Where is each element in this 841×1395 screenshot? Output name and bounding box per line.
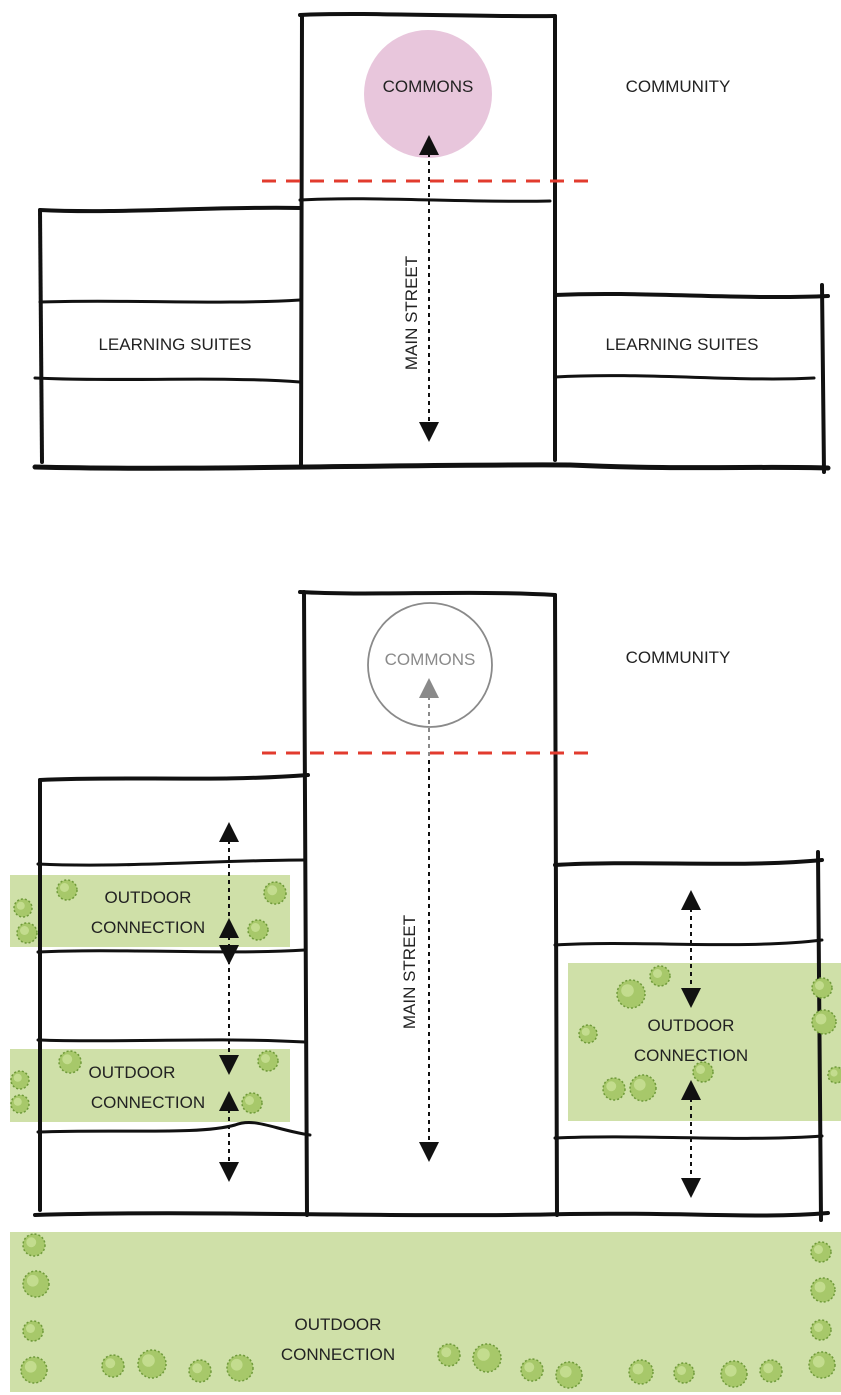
- top-ground-line: [32, 462, 831, 471]
- shrub-icon: [13, 898, 33, 918]
- shrub-icon: [437, 1343, 461, 1367]
- shrub-icon: [241, 1092, 263, 1114]
- shrub-icon: [555, 1361, 583, 1389]
- shrub-icon: [263, 881, 287, 905]
- shrub-icon: [673, 1362, 695, 1384]
- shrub-icon: [810, 1241, 832, 1263]
- shrub-icon: [602, 1077, 626, 1101]
- bottom-main-street-label: MAIN STREET: [400, 915, 419, 1029]
- top-main-street-label: MAIN STREET: [402, 256, 421, 370]
- shrub-icon: [16, 922, 38, 944]
- outdoor-band-left-lower: [10, 1049, 290, 1122]
- bottom-learning-suites-left-block: [36, 773, 312, 1212]
- top-diagram: COMMONS COMMUNITY LEARNING SUITES LEARNI…: [32, 12, 831, 474]
- shrub-icon: [226, 1354, 254, 1382]
- shrub-icon: [616, 979, 646, 1009]
- shrub-icon: [692, 1061, 714, 1083]
- shrub-icon: [472, 1343, 502, 1373]
- shrub-icon: [810, 1319, 832, 1341]
- shrub-icon: [649, 965, 671, 987]
- shrub-icon: [10, 1070, 30, 1090]
- top-main-street-block: [298, 12, 557, 467]
- outdoor-band-left-upper: [10, 875, 290, 947]
- shrub-icon: [811, 977, 833, 999]
- outdoor-left-lower-line1: OUTDOOR: [89, 1063, 176, 1082]
- top-learning-suites-right-label: LEARNING SUITES: [605, 335, 758, 354]
- outdoor-left-upper-line2: CONNECTION: [91, 918, 205, 937]
- top-learning-suites-left-label: LEARNING SUITES: [98, 335, 251, 354]
- shrub-icon: [628, 1359, 654, 1385]
- bottom-diagram: COMMONS COMMUNITY MAIN STREET OUTDOOR CO…: [10, 590, 841, 1392]
- outdoor-bottom-line2: CONNECTION: [281, 1345, 395, 1364]
- top-commons-label: COMMONS: [383, 77, 474, 96]
- bottom-ground-line: [33, 1211, 830, 1218]
- shrub-icon: [811, 1009, 837, 1035]
- top-community-label: COMMUNITY: [626, 77, 731, 96]
- outdoor-band-bottom: [10, 1232, 841, 1392]
- shrub-icon: [759, 1359, 783, 1383]
- shrub-icon: [137, 1349, 167, 1379]
- bottom-main-street-block: [298, 590, 559, 1217]
- bottom-community-label: COMMUNITY: [626, 648, 731, 667]
- shrub-icon: [101, 1354, 125, 1378]
- shrub-icon: [578, 1024, 598, 1044]
- outdoor-right-line2: CONNECTION: [634, 1046, 748, 1065]
- top-commons-circle: [364, 30, 492, 158]
- shrub-icon: [810, 1277, 836, 1303]
- shrub-icon: [22, 1270, 50, 1298]
- outdoor-left-lower-line2: CONNECTION: [91, 1093, 205, 1112]
- shrub-icon: [247, 919, 269, 941]
- outdoor-left-upper-line1: OUTDOOR: [105, 888, 192, 907]
- shrub-icon: [58, 1050, 82, 1074]
- shrub-icon: [188, 1359, 212, 1383]
- shrub-group: [10, 879, 841, 1389]
- top-learning-suites-right-block: [553, 283, 830, 474]
- shrub-icon: [10, 1094, 30, 1114]
- shrub-icon: [257, 1050, 279, 1072]
- outdoor-right-line1: OUTDOOR: [648, 1016, 735, 1035]
- shrub-icon: [56, 879, 78, 901]
- shrub-icon: [808, 1351, 836, 1379]
- shrub-icon: [629, 1074, 657, 1102]
- bottom-commons-circle: [367, 602, 493, 728]
- outdoor-bottom-line1: OUTDOOR: [295, 1315, 382, 1334]
- shrub-icon: [720, 1360, 748, 1388]
- bottom-commons-label: COMMONS: [385, 650, 476, 669]
- top-learning-suites-left-block: [33, 205, 302, 464]
- shrub-icon: [520, 1358, 544, 1382]
- shrub-icon: [20, 1356, 48, 1384]
- shrub-icon: [22, 1233, 46, 1257]
- shrub-icon: [827, 1066, 841, 1084]
- shrub-icon: [22, 1320, 44, 1342]
